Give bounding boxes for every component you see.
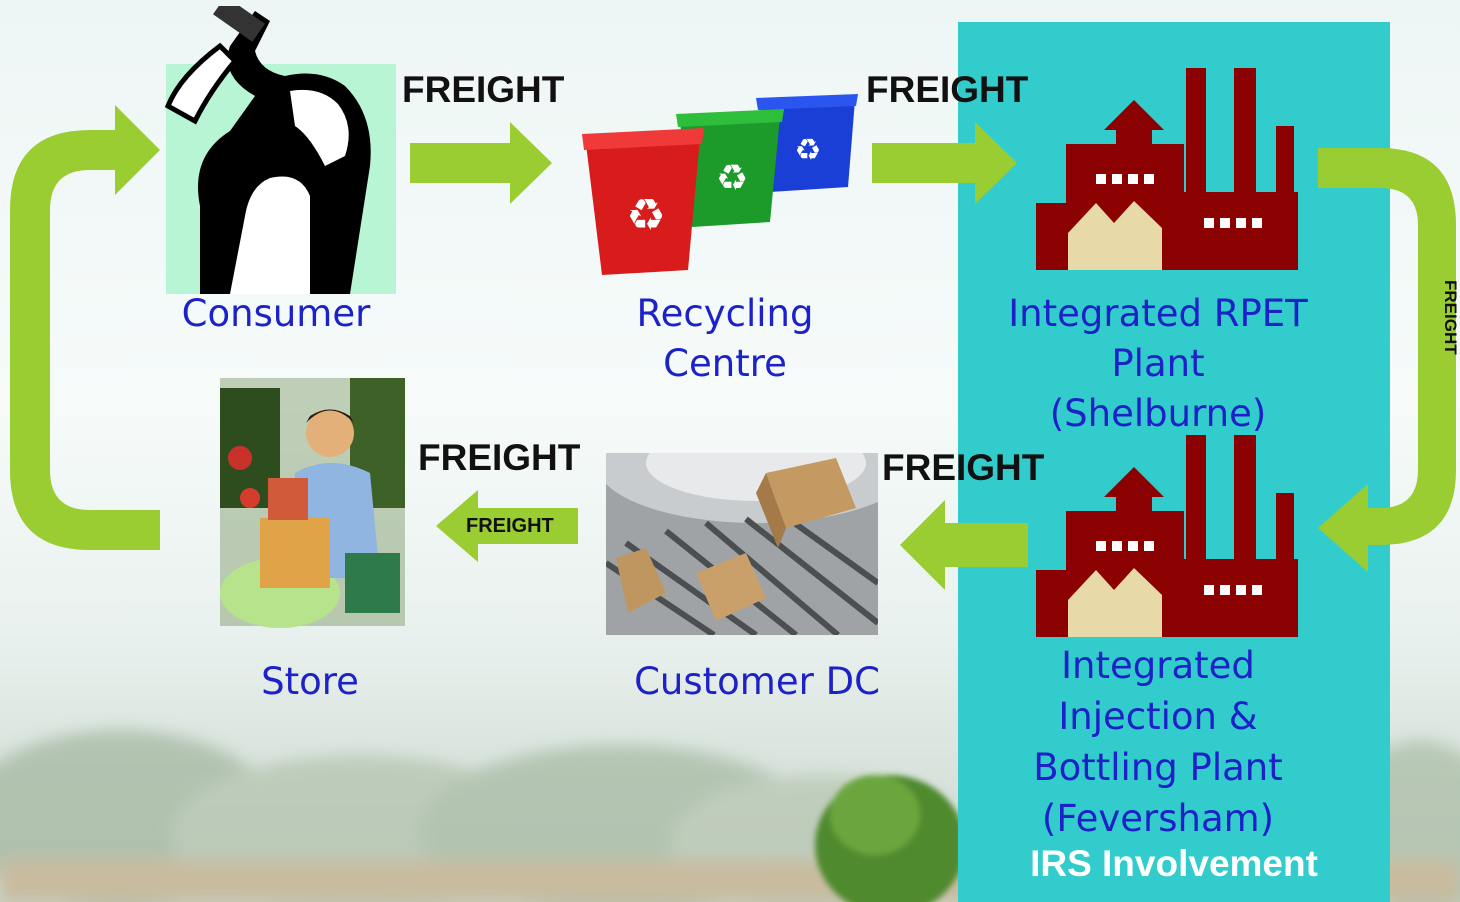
svg-text:♻: ♻ (626, 190, 665, 241)
consumer-illustration (164, 6, 396, 294)
injection-label-line-3: Bottling Plant (1033, 746, 1283, 789)
rpet-factory-icon (1036, 68, 1298, 270)
arrow-consumer-to-recycling (410, 122, 552, 204)
svg-text:♻: ♻ (795, 133, 822, 168)
freight-label-recycling-rpet: FREIGHT (866, 69, 1029, 110)
recycling-centre-label: Recycling Centre (600, 289, 850, 389)
freight-label-rpet-injection: FREIGHT (1441, 280, 1460, 355)
arrow-injection-to-dc (900, 500, 1028, 590)
recycling-label-line-2: Centre (663, 342, 787, 385)
freight-label-dc-store-arrow: FREIGHT (466, 515, 554, 537)
injection-label-line-2: Injection & (1058, 695, 1258, 738)
injection-label-line-1: Integrated (1061, 644, 1255, 687)
arrow-rpet-to-injection (1318, 148, 1456, 572)
store-clerk-illustration (220, 378, 405, 628)
customer-dc-label: Customer DC (634, 660, 880, 703)
store-label: Store (261, 660, 359, 703)
arrow-dc-to-store (436, 490, 578, 562)
arrow-recycling-to-rpet (872, 122, 1017, 204)
irs-involvement-label: IRS Involvement (1030, 843, 1318, 884)
customer-dc-photo (606, 453, 878, 635)
rpet-plant-label: Integrated RPET Plant (Shelburne) (998, 289, 1318, 439)
injection-label-line-4: (Feversham) (1041, 797, 1275, 840)
svg-text:♻: ♻ (716, 158, 748, 199)
consumer-label: Consumer (181, 292, 371, 335)
injection-plant-label: Integrated Injection & Bottling Plant (F… (998, 640, 1318, 844)
rpet-label-line-3: (Shelburne) (1049, 392, 1267, 435)
rpet-label-line-1: Integrated RPET (1008, 292, 1308, 335)
recycling-bins-illustration: ♻ ♻ ♻ (582, 94, 858, 275)
arrow-store-to-consumer (10, 105, 160, 550)
rpet-label-line-2: Plant (1111, 342, 1205, 385)
freight-label-dc-store: FREIGHT (418, 437, 581, 478)
freight-label-consumer-recycling: FREIGHT (402, 69, 565, 110)
recycling-label-line-1: Recycling (636, 292, 814, 335)
injection-factory-icon (1036, 435, 1298, 637)
freight-label-injection-dc: FREIGHT (882, 447, 1045, 488)
